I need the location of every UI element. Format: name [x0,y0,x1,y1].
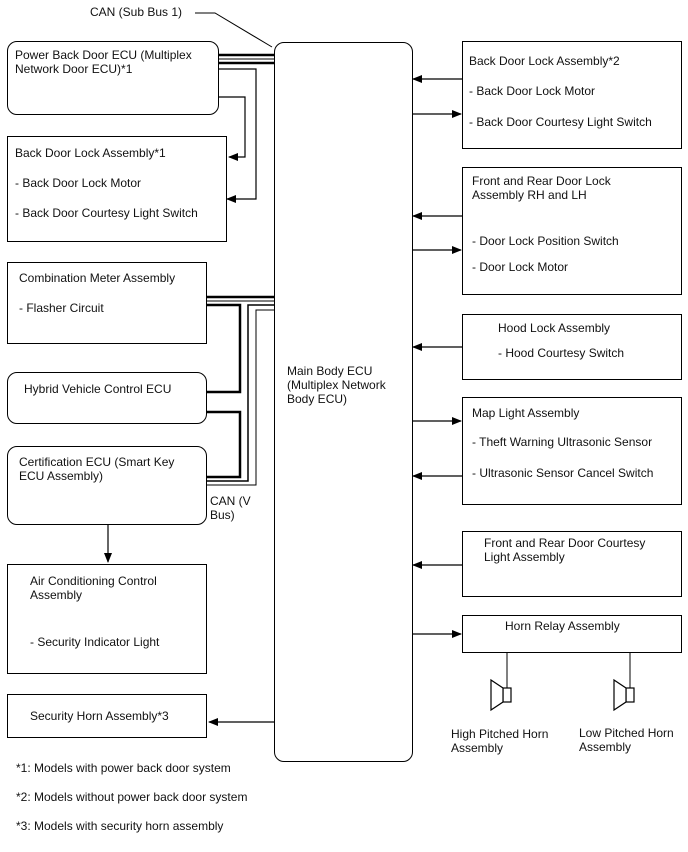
low-pitched-horn-icon [613,678,635,712]
certification-ecu-box: Certification ECU (Smart Key ECU Assembl… [7,446,207,525]
air-conditioning-item: - Security Indicator Light [30,635,160,649]
front-rear-door-lock-item: - Door Lock Motor [472,260,569,274]
back-door-lock-2-box: Back Door Lock Assembly*2 - Back Door Lo… [462,41,682,149]
front-rear-door-courtesy-box: Front and Rear Door Courtesy Light Assem… [462,531,682,597]
back-door-lock-2-item: - Back Door Lock Motor [469,84,596,98]
back-door-lock-2-title: Back Door Lock Assembly*2 [469,54,620,68]
back-door-lock-1-item: - Back Door Courtesy Light Switch [15,206,198,220]
hood-lock-box: Hood Lock Assembly - Hood Courtesy Switc… [462,314,682,380]
main-body-ecu-label: Main Body ECU (Multiplex Network Body EC… [287,364,386,406]
power-back-door-ecu-label: Power Back Door ECU (Multiplex Network D… [15,48,192,76]
footnote: *1: Models with power back door system [16,761,231,775]
certification-ecu-label: Certification ECU (Smart Key ECU Assembl… [19,455,175,483]
front-rear-door-courtesy-label: Front and Rear Door Courtesy Light Assem… [484,536,646,564]
footnote: *3: Models with security horn assembly [16,819,224,833]
front-rear-door-lock-item: - Door Lock Position Switch [472,234,619,248]
map-light-title: Map Light Assembly [472,406,580,420]
can-sub-bus-leader [195,12,273,48]
high-pitched-horn-label: High Pitched Horn Assembly [451,727,549,755]
hybrid-vehicle-control-ecu-box: Hybrid Vehicle Control ECU [7,372,207,424]
hood-lock-item: - Hood Courtesy Switch [498,346,625,360]
back-door-lock-1-item: - Back Door Lock Motor [15,176,142,190]
right-side-arrows [412,75,462,638]
can-v-bus-label: CAN (V Bus) [210,494,251,522]
high-pitched-horn-icon [490,678,512,712]
can-v-bus-lines [207,295,274,486]
security-horn-box: Security Horn Assembly*3 [7,694,207,738]
combination-meter-item: - Flasher Circuit [19,301,104,315]
map-light-item: - Ultrasonic Sensor Cancel Switch [472,466,654,480]
map-light-box: Map Light Assembly - Theft Warning Ultra… [462,397,682,505]
front-rear-door-lock-title: Front and Rear Door Lock Assembly RH and… [472,174,611,202]
can-sub-bus-label: CAN (Sub Bus 1) [90,5,183,19]
back-door-lock-1-title: Back Door Lock Assembly*1 [15,146,166,160]
footnote: *2: Models without power back door syste… [16,790,248,804]
horn-relay-box: Horn Relay Assembly [462,615,682,653]
main-body-ecu-box: Main Body ECU (Multiplex Network Body EC… [274,42,413,762]
horn-relay-label: Horn Relay Assembly [505,619,620,633]
low-pitched-horn-label: Low Pitched Horn Assembly [579,726,674,754]
combination-meter-title: Combination Meter Assembly [19,271,176,285]
air-conditioning-box: Air Conditioning Control Assembly - Secu… [7,564,207,674]
air-conditioning-title: Air Conditioning Control Assembly [30,574,157,602]
map-light-item: - Theft Warning Ultrasonic Sensor [472,435,653,449]
hood-lock-title: Hood Lock Assembly [498,321,611,335]
hybrid-vehicle-control-ecu-label: Hybrid Vehicle Control ECU [24,382,172,396]
security-horn-label: Security Horn Assembly*3 [30,709,169,723]
power-door-to-lock-lines [219,68,257,203]
front-rear-door-lock-box: Front and Rear Door Lock Assembly RH and… [462,167,682,295]
back-door-lock-1-box: Back Door Lock Assembly*1 - Back Door Lo… [7,136,227,242]
power-back-door-ecu-box: Power Back Door ECU (Multiplex Network D… [7,41,219,115]
combination-meter-box: Combination Meter Assembly - Flasher Cir… [7,262,207,344]
back-door-lock-2-item: - Back Door Courtesy Light Switch [469,115,652,129]
can-sub-bus-lines [219,53,274,65]
